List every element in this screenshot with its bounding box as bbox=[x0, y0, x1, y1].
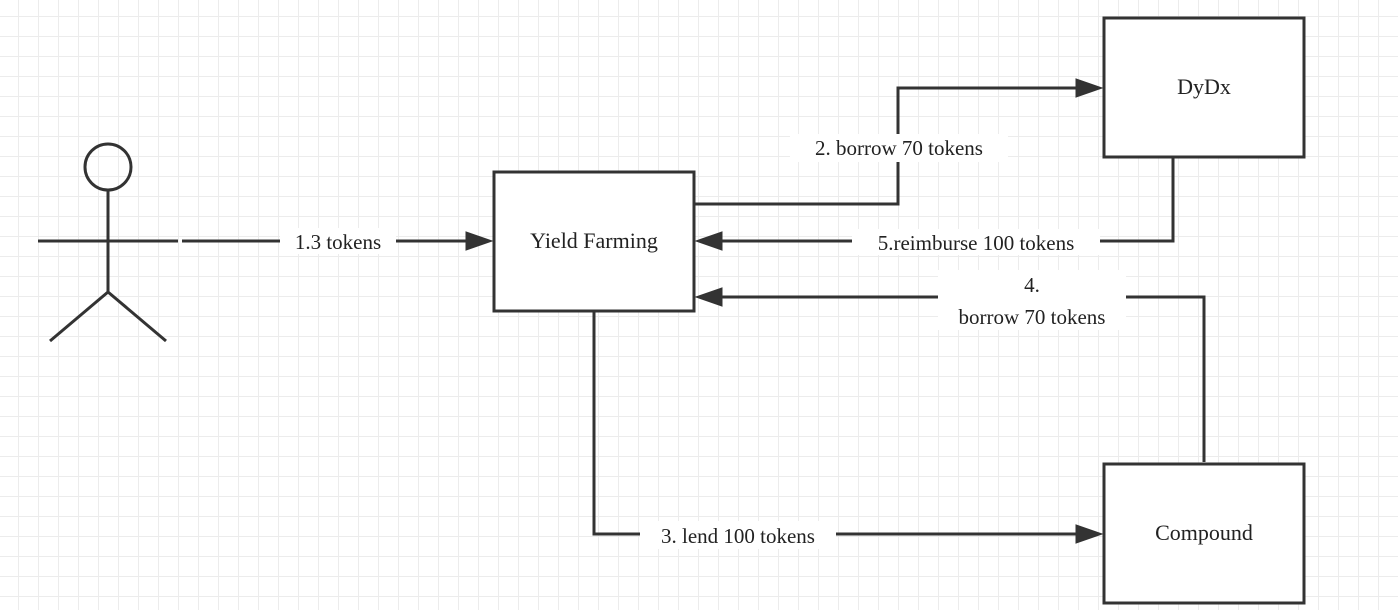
edge-step3[interactable]: 3. lend 100 tokens bbox=[592, 311, 1104, 549]
edge-step4-arrowhead bbox=[694, 287, 723, 307]
node-compound[interactable]: Compound bbox=[1102, 462, 1306, 605]
actor-head bbox=[83, 142, 133, 192]
edge-step2-label: 2. borrow 70 tokens bbox=[815, 136, 983, 160]
edge-step3-line bbox=[592, 311, 1080, 536]
edge-step5-label-bg bbox=[852, 229, 1100, 255]
node-dydx[interactable]: DyDx bbox=[1102, 16, 1306, 159]
edge-step2-label-bg bbox=[790, 134, 1008, 162]
edge-step1-arrowhead bbox=[465, 231, 494, 251]
edge-step3-arrowhead bbox=[1075, 524, 1104, 544]
node-compound-label: Compound bbox=[1155, 520, 1253, 545]
edge-step5-arrowhead bbox=[694, 231, 723, 251]
edge-step5-label: 5.reimburse 100 tokens bbox=[878, 231, 1075, 255]
edge-step4[interactable]: 4. borrow 70 tokens bbox=[694, 270, 1206, 462]
actor-figure[interactable] bbox=[38, 142, 178, 343]
edge-step4-label-line1: 4. bbox=[1024, 273, 1040, 297]
edge-step3-label: 3. lend 100 tokens bbox=[661, 524, 815, 548]
edge-step3-label-bg bbox=[640, 521, 836, 549]
node-dydx-label: DyDx bbox=[1177, 74, 1231, 99]
edge-step4-line bbox=[718, 295, 1206, 462]
node-dydx-box bbox=[1102, 16, 1306, 159]
actor-left-leg bbox=[49, 290, 109, 343]
edge-step1-label: 1.3 tokens bbox=[295, 230, 381, 254]
edge-step2-arrowhead bbox=[1075, 78, 1104, 98]
actor-right-leg bbox=[107, 290, 167, 343]
node-yield-farming-label: Yield Farming bbox=[530, 228, 658, 253]
edge-step4-label-bg bbox=[938, 270, 1126, 330]
node-yield-farming[interactable]: Yield Farming bbox=[492, 170, 696, 313]
edge-step5-line bbox=[718, 158, 1175, 243]
node-yield-farming-box bbox=[492, 170, 696, 313]
edge-step4-label-line2: borrow 70 tokens bbox=[959, 305, 1106, 329]
edge-step1-label-bg bbox=[280, 228, 396, 254]
edge-step5[interactable]: 5.reimburse 100 tokens bbox=[694, 158, 1175, 255]
edge-step2[interactable]: 2. borrow 70 tokens bbox=[695, 78, 1104, 206]
edge-step1[interactable]: 1.3 tokens bbox=[182, 228, 494, 254]
node-compound-box bbox=[1102, 462, 1306, 605]
